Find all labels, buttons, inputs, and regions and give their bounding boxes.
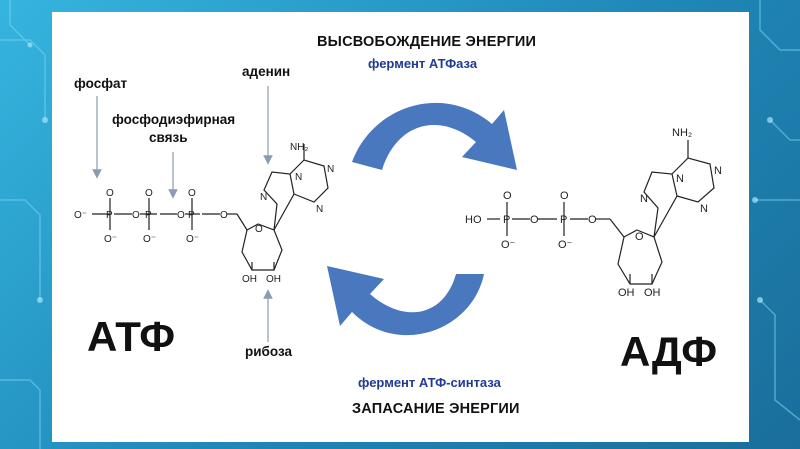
svg-text:P: P	[503, 214, 510, 226]
svg-text:OH: OH	[644, 287, 661, 299]
svg-text:O: O	[530, 214, 539, 226]
slide-canvas: O⁻ P O O⁻ O P O O⁻ O P O O⁻ O O N N N N …	[52, 12, 749, 442]
atp-atom-labels: O⁻ P O O⁻ O P O O⁻ O P O O⁻ O O N N N N …	[74, 142, 334, 285]
energy-storage-title: ЗАПАСАНИЕ ЭНЕРГИИ	[352, 401, 520, 417]
svg-text:O: O	[106, 188, 114, 199]
svg-text:N: N	[260, 192, 267, 203]
svg-text:N: N	[714, 165, 722, 177]
svg-text:O: O	[560, 190, 569, 202]
svg-text:HO: HO	[465, 214, 482, 226]
svg-text:O: O	[503, 190, 512, 202]
atp-structure	[92, 144, 329, 271]
svg-text:O: O	[635, 231, 644, 243]
ribose-label: рибоза	[245, 344, 292, 359]
release-arrow	[352, 102, 517, 170]
svg-text:P: P	[145, 210, 152, 221]
atp-label: АТФ	[87, 313, 176, 360]
svg-text:OH: OH	[266, 274, 281, 285]
svg-text:OH: OH	[618, 287, 635, 299]
svg-text:P: P	[188, 210, 195, 221]
storage-arrow	[327, 266, 484, 336]
svg-text:N: N	[700, 203, 708, 215]
svg-text:O: O	[188, 188, 196, 199]
atp-synthase-enzyme-label: фермент АТФ-синтаза	[358, 375, 501, 390]
adp-atom-labels: HO P O O⁻ O P O O⁻ O O N N N N NH₂ OH OH	[465, 127, 722, 299]
svg-text:O⁻: O⁻	[143, 234, 156, 245]
svg-text:O⁻: O⁻	[74, 210, 87, 221]
diagram-graphics: O⁻ P O O⁻ O P O O⁻ O P O O⁻ O O N N N N …	[74, 86, 722, 342]
svg-text:N: N	[316, 204, 323, 215]
phosphodiester-label-line2: связь	[149, 130, 188, 145]
svg-text:O: O	[588, 214, 597, 226]
energy-release-title: ВЫСВОБОЖДЕНИЕ ЭНЕРГИИ	[317, 34, 537, 50]
svg-text:O: O	[132, 210, 140, 221]
adp-label: АДФ	[620, 328, 718, 375]
svg-text:N: N	[327, 164, 334, 175]
svg-text:O: O	[145, 188, 153, 199]
svg-text:P: P	[560, 214, 567, 226]
svg-text:O: O	[177, 210, 185, 221]
svg-text:O⁻: O⁻	[186, 234, 199, 245]
svg-text:O⁻: O⁻	[501, 239, 516, 251]
svg-text:N: N	[640, 193, 648, 205]
atpase-enzyme-label: фермент АТФаза	[368, 56, 478, 71]
svg-text:O⁻: O⁻	[104, 234, 117, 245]
svg-text:OH: OH	[242, 274, 257, 285]
adenine-label: аденин	[242, 64, 291, 79]
adp-structure	[487, 140, 715, 285]
svg-text:O⁻: O⁻	[558, 239, 573, 251]
svg-text:N: N	[295, 172, 302, 183]
svg-text:O: O	[220, 210, 228, 221]
phosphate-label: фосфат	[74, 76, 128, 91]
svg-text:NH₂: NH₂	[672, 127, 692, 139]
svg-text:NH₂: NH₂	[290, 142, 308, 153]
phosphodiester-label-line1: фосфодиэфирная	[112, 112, 236, 127]
svg-text:P: P	[106, 210, 113, 221]
svg-text:O: O	[255, 224, 263, 235]
svg-text:N: N	[676, 173, 684, 185]
